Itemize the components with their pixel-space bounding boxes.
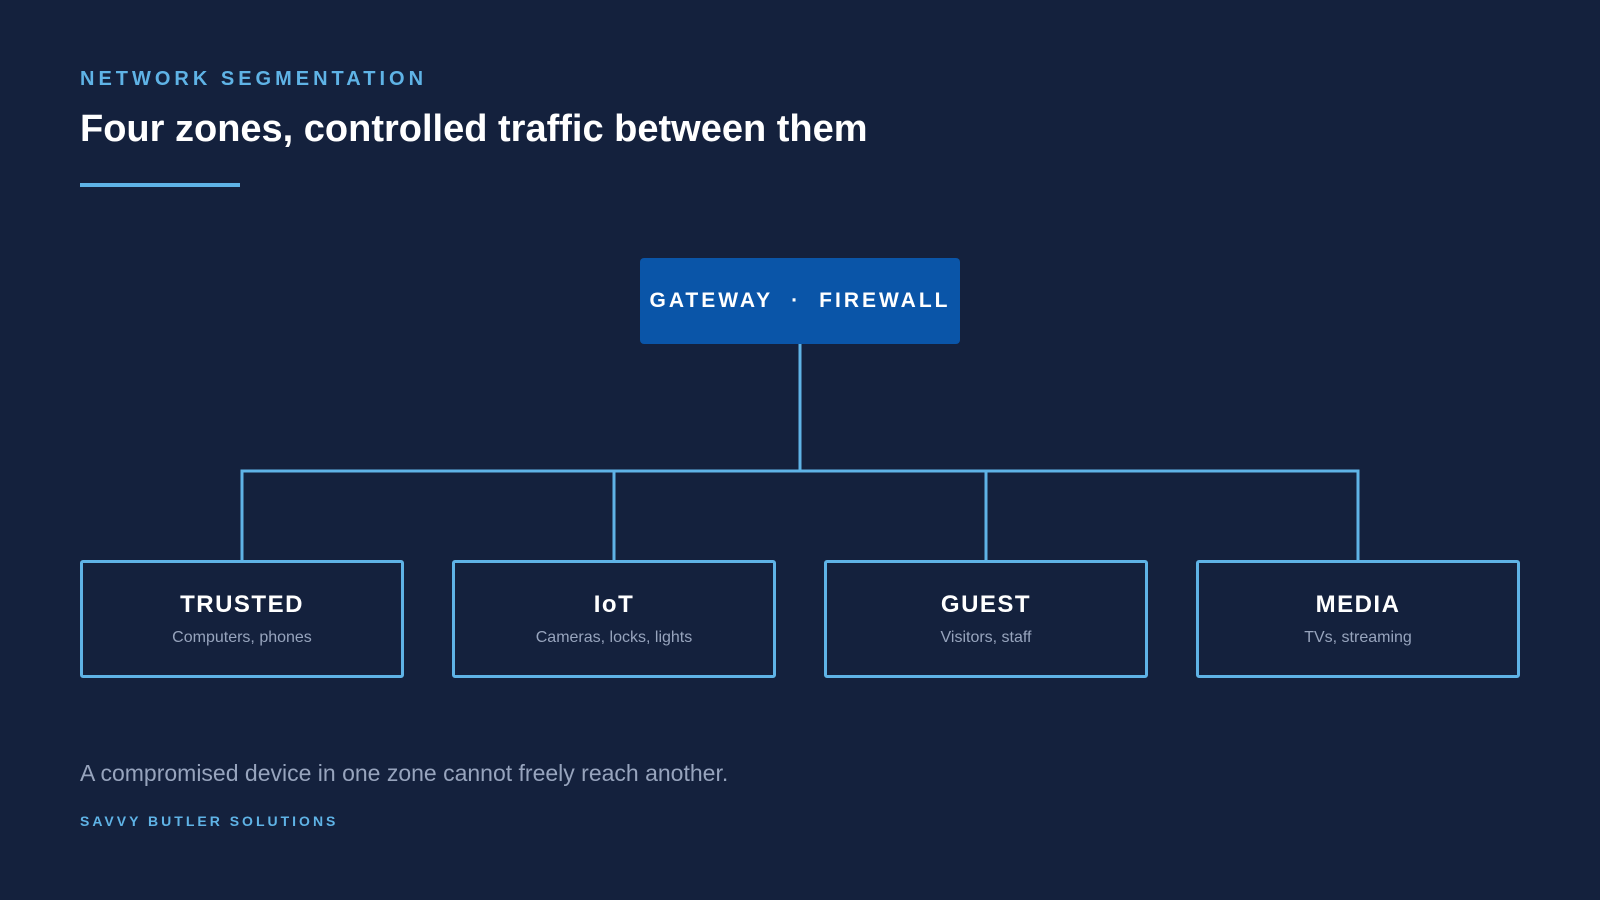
zone-media: MEDIA TVs, streaming <box>1196 560 1520 678</box>
zone-trusted-name: TRUSTED <box>180 591 304 618</box>
caption-text: A compromised device in one zone cannot … <box>80 760 729 786</box>
gateway-label: GATEWAY <box>649 289 774 312</box>
zone-guest: GUEST Visitors, staff <box>824 560 1148 678</box>
firewall-label: FIREWALL <box>819 289 951 312</box>
zone-guest-name: GUEST <box>940 591 1032 618</box>
zone-guest-description: Visitors, staff <box>940 629 1032 646</box>
page-title: Four zones, controlled traffic between t… <box>80 108 868 150</box>
zone-media-description: TVs, streaming <box>1304 629 1412 646</box>
zone-iot: IoT Cameras, locks, lights <box>452 560 776 678</box>
zone-trusted-description: Computers, phones <box>172 629 312 646</box>
zone-media-name: MEDIA <box>1315 591 1401 618</box>
brand-footer: SAVVY BUTLER SOLUTIONS <box>80 813 339 829</box>
eyebrow-label: NETWORK SEGMENTATION <box>80 68 428 90</box>
gateway-separator: · <box>791 289 802 312</box>
title-underline <box>80 183 240 187</box>
gateway-firewall-node: GATEWAY · FIREWALL <box>640 258 960 344</box>
zone-iot-description: Cameras, locks, lights <box>535 629 693 646</box>
zone-trusted: TRUSTED Computers, phones <box>80 560 404 678</box>
zone-iot-name: IoT <box>593 591 635 618</box>
